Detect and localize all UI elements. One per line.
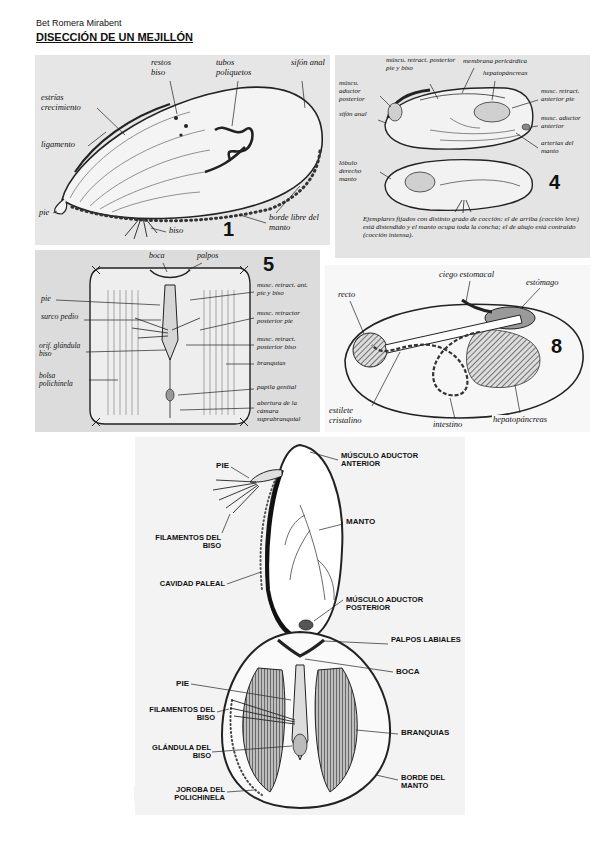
part-label: restos biso bbox=[150, 58, 185, 77]
part-label: estilete cristalino bbox=[328, 406, 374, 425]
callout-number: 8 bbox=[550, 336, 563, 356]
part-label: PALPOS LABIALES bbox=[390, 636, 462, 644]
part-label: musc. aductor anterior bbox=[540, 115, 588, 131]
part-label: biso bbox=[168, 226, 184, 236]
part-label: FILAMENTOS DEL BISO bbox=[140, 534, 222, 551]
panel-4 bbox=[335, 55, 590, 258]
part-label: MANTO bbox=[345, 518, 376, 527]
part-label: CAVIDAD PALEAL bbox=[140, 580, 226, 588]
part-label: intestino bbox=[432, 420, 463, 430]
part-label: papila genital bbox=[256, 384, 318, 392]
part-label: arterias del manto bbox=[540, 140, 588, 156]
part-label: sifón anal bbox=[290, 58, 326, 68]
part-label: membrana pericárdica bbox=[462, 58, 528, 66]
part-label: múscu. aductor posterior bbox=[338, 80, 380, 103]
part-label: pie bbox=[38, 208, 50, 218]
part-label: FILAMENTOS DEL BISO bbox=[140, 706, 216, 723]
part-label: ciego estomacal bbox=[438, 270, 495, 280]
part-label: múscu. retract. posterior pie y biso bbox=[385, 57, 457, 73]
part-label: recto bbox=[337, 290, 356, 300]
callout-number: 5 bbox=[262, 254, 275, 274]
part-label: surco pedio bbox=[40, 313, 84, 322]
part-label: BORDE DEL MANTO bbox=[400, 774, 462, 791]
part-label: PIE bbox=[160, 680, 190, 689]
part-label: musc. retract. ant. pie y biso bbox=[256, 282, 318, 298]
part-label: hepatopáncreas bbox=[492, 415, 548, 425]
part-label: ligamento bbox=[40, 140, 76, 150]
panel-1 bbox=[35, 55, 330, 245]
part-label: palpos bbox=[196, 252, 219, 261]
part-label: tubos poliquetos bbox=[215, 58, 265, 77]
part-label: borde libre del manto bbox=[268, 213, 326, 232]
part-label: MÚSCULO ADUCTOR POSTERIOR bbox=[345, 596, 445, 613]
author-name: Bet Romera Mirabent bbox=[35, 18, 123, 28]
part-label: MÚSCULO ADUCTOR ANTERIOR bbox=[340, 452, 440, 469]
part-label: orif. glándula biso bbox=[38, 342, 86, 359]
part-label: JOROBA DEL POLICHINELA bbox=[134, 786, 226, 803]
part-label: estrías crecimiento bbox=[40, 93, 96, 112]
panel-5 bbox=[35, 250, 320, 432]
part-label: hepatopáncreas bbox=[482, 70, 528, 78]
part-label: sifón anal bbox=[338, 111, 378, 119]
part-label: musc. retract. posterior biso bbox=[256, 336, 318, 352]
figure-caption: Ejemplares fijados con distinto grado de… bbox=[362, 215, 586, 239]
panel-8 bbox=[325, 265, 590, 432]
part-label: BOCA bbox=[395, 668, 421, 677]
part-label: musc. retractor posterior pie bbox=[256, 310, 318, 326]
callout-number: 4 bbox=[548, 172, 561, 192]
part-label: branquias bbox=[256, 360, 318, 368]
part-label: lóbulo derecho manto bbox=[338, 160, 380, 183]
page-title: DISECCIÓN DE UN MEJILLÓN bbox=[35, 31, 194, 43]
part-label: PIE bbox=[200, 462, 230, 471]
part-label: musc. retract. anterior pie bbox=[540, 88, 588, 104]
panel-large bbox=[135, 437, 465, 815]
callout-number: 1 bbox=[222, 219, 235, 239]
part-label: pie bbox=[40, 295, 52, 304]
part-label: estómago bbox=[525, 278, 560, 288]
part-label: boca bbox=[148, 252, 166, 261]
part-label: bolsa polichinela bbox=[38, 372, 88, 389]
part-label: GLÁNDULA DEL BISO bbox=[140, 744, 212, 761]
part-label: abertura de la cámara suprabranquial bbox=[256, 400, 318, 423]
part-label: BRANQUIAS bbox=[400, 729, 450, 738]
